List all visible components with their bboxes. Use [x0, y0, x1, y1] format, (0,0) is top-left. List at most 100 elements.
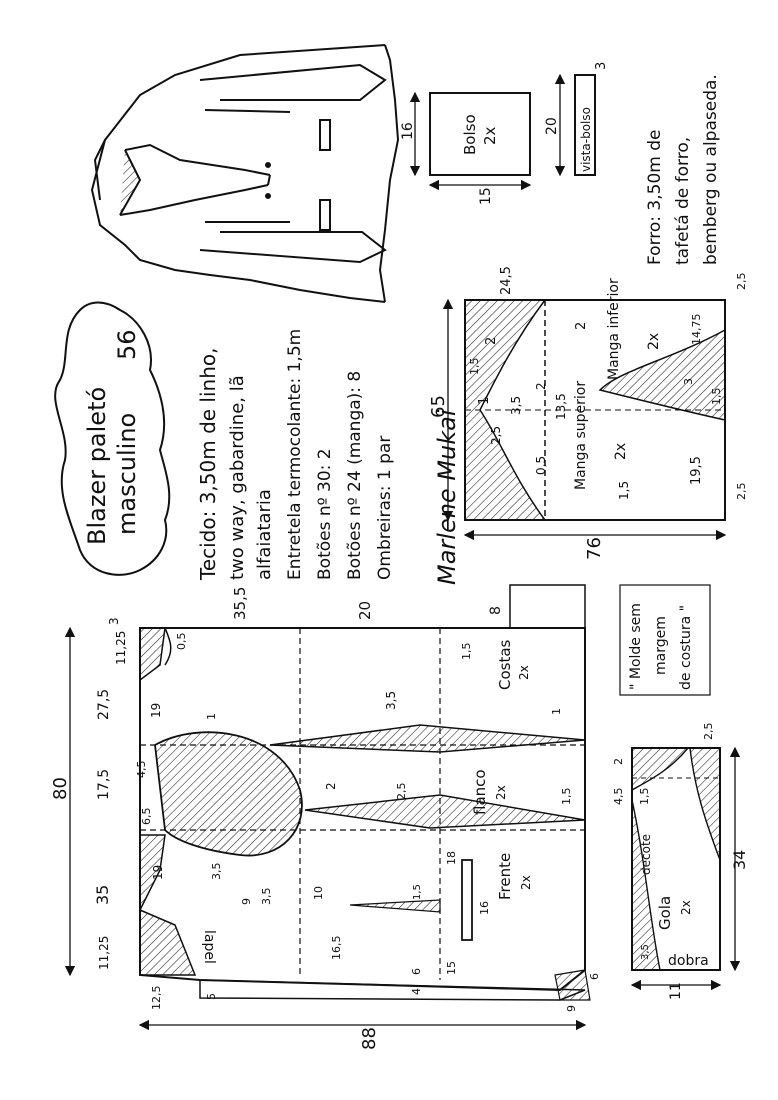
vista-bolso-piece: vista-bolso 20 3 [544, 62, 609, 177]
m18: 18 [445, 851, 458, 865]
sleeve-m2-5: 2,5 [489, 426, 503, 445]
collar-height: 11 [668, 982, 684, 1000]
collar-m1-5: 1,5 [638, 788, 651, 806]
bolso-name: Bolso [461, 114, 479, 155]
collar-m2-5: 2,5 [702, 723, 715, 741]
m2-5: 2,5 [395, 783, 408, 801]
title-cloud: Blazer paletó masculino 56 [54, 301, 171, 576]
m19a: 19 [149, 703, 163, 718]
body-piece: Costas 2x flanco 2x Frente 2x lapel 80 8… [50, 584, 601, 1050]
m12-5: 12,5 [150, 986, 163, 1011]
m3-5b: 3,5 [210, 863, 223, 881]
lapel-label: lapel [201, 930, 217, 964]
collar-m3-5: 3,5 [640, 944, 651, 960]
m1-5c: 1,5 [412, 884, 423, 900]
gola-name: Gola [656, 896, 674, 930]
sleeve-piece: Manga superior 2x Manga inferior 2x 65 7… [428, 266, 748, 560]
m6: 6 [410, 968, 423, 975]
m5: 5 [205, 993, 218, 1000]
m1a: 1 [550, 708, 563, 715]
m16: 16 [478, 901, 491, 915]
m6b: 6 [588, 973, 601, 980]
sleeve-m1-5: 1,5 [468, 358, 481, 376]
material-line-7: Ombreiras: 1 par [375, 436, 395, 580]
title-line-2: masculino [113, 413, 141, 535]
title-size: 56 [113, 329, 141, 360]
material-line-3: alfaiataria [254, 489, 275, 580]
frente-qty: 2x [519, 875, 533, 890]
vista-bolso-name: vista-bolso [579, 107, 593, 172]
sleeve-m1: 1 [477, 397, 492, 405]
m1b: 1 [205, 713, 218, 720]
collar-width: 34 [730, 850, 749, 870]
costas-qty: 2x [517, 665, 531, 680]
collar-m2: 2 [612, 758, 625, 765]
sleeve-m2-5b: 2,5 [735, 483, 748, 501]
manga-inferior-qty: 2x [646, 333, 662, 350]
m35: 35 [93, 885, 112, 905]
sleeve-m3: 3 [682, 378, 695, 385]
flanco-qty: 2x [494, 785, 508, 800]
lining-line-3: bemberg ou alpaseda. [701, 74, 721, 265]
m3: 3 [107, 617, 121, 625]
m17-5: 17,5 [96, 769, 112, 800]
manga-inferior-name: Manga inferior [606, 278, 622, 380]
material-line-6: Botões nº 24 (manga): 8 [345, 371, 365, 580]
sleeve-m24-5: 24,5 [499, 266, 514, 295]
materials-list: Tecido: 3,50m de linho, two way, gabardi… [196, 329, 395, 581]
material-line-4: Entretela termocolante: 1,5m [285, 329, 305, 580]
lining-note: Forro: 3,50m de tafetá de forro, bemberg… [645, 74, 721, 265]
m1-5b: 1,5 [560, 788, 573, 806]
seam-line-1: " Molde sem [628, 603, 644, 690]
m11-25a: 11,25 [114, 631, 128, 665]
material-line-2: two way, gabardine, lã [227, 375, 248, 580]
seam-line-3: de costura " [678, 605, 694, 690]
m4-5: 4,5 [135, 761, 148, 779]
gola-piece: Gola 2x decote dobra 34 11 2,5 2 4,5 1,5… [612, 723, 749, 1001]
m35-5: 35,5 [231, 587, 249, 620]
m2a: 2 [324, 782, 338, 790]
manga-superior-qty: 2x [613, 443, 629, 460]
sleeve-m3-5: 3,5 [509, 396, 523, 415]
m16-5: 16,5 [330, 936, 343, 961]
costas-name: Costas [496, 639, 514, 690]
m3-5c: 3,5 [260, 888, 273, 906]
m27-5: 27,5 [96, 689, 112, 720]
lining-line-1: Forro: 3,50m de [645, 130, 665, 265]
sleeve-m0-5: 0,5 [534, 456, 548, 475]
sleeve-m19-5: 19,5 [689, 456, 704, 485]
vista-bolso-width: 20 [544, 117, 560, 135]
m9: 9 [240, 898, 253, 905]
m9b: 9 [565, 1005, 578, 1012]
sleeve-m2b: 2 [574, 322, 589, 330]
signature: Marlene Mukai [433, 409, 461, 585]
m4: 4 [410, 988, 423, 995]
m0-5: 0,5 [175, 633, 188, 651]
bolso-width: 16 [400, 122, 416, 140]
flanco-name: flanco [471, 769, 489, 815]
sleeve-m1-5b: 1,5 [617, 481, 631, 500]
m20: 20 [356, 601, 374, 620]
collar-m4-5: 4,5 [612, 788, 625, 806]
gola-qty: 2x [679, 900, 693, 915]
body-total-width: 88 [359, 1027, 380, 1050]
sleeve-m2a: 2 [484, 337, 499, 345]
material-line-5: Botões nº 30: 2 [315, 448, 335, 580]
sleeve-m13-5: 13,5 [554, 393, 568, 420]
m1-5a: 1,5 [460, 643, 473, 661]
frente-name: Frente [496, 853, 514, 900]
sleeve-width: 76 [584, 537, 605, 560]
m3-5a: 3,5 [384, 691, 398, 710]
body-total-height: 80 [50, 777, 71, 800]
sleeve-m14-75: 14,75 [690, 314, 703, 346]
seam-line-2: margem [653, 616, 669, 675]
manga-superior-name: Manga superior [573, 381, 589, 490]
m10: 10 [312, 886, 325, 900]
blazer-sketch [90, 44, 400, 303]
m8: 8 [488, 606, 504, 615]
bolso-height: 15 [478, 187, 494, 205]
bolso-qty: 2x [481, 126, 499, 145]
m15: 15 [445, 961, 458, 975]
